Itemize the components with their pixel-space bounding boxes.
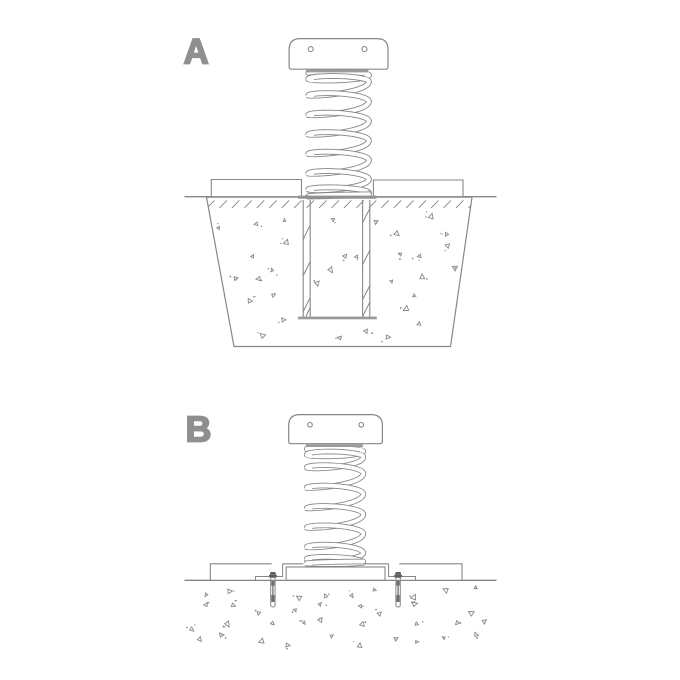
svg-text:A: A [184, 33, 209, 72]
svg-text:B: B [186, 409, 212, 450]
